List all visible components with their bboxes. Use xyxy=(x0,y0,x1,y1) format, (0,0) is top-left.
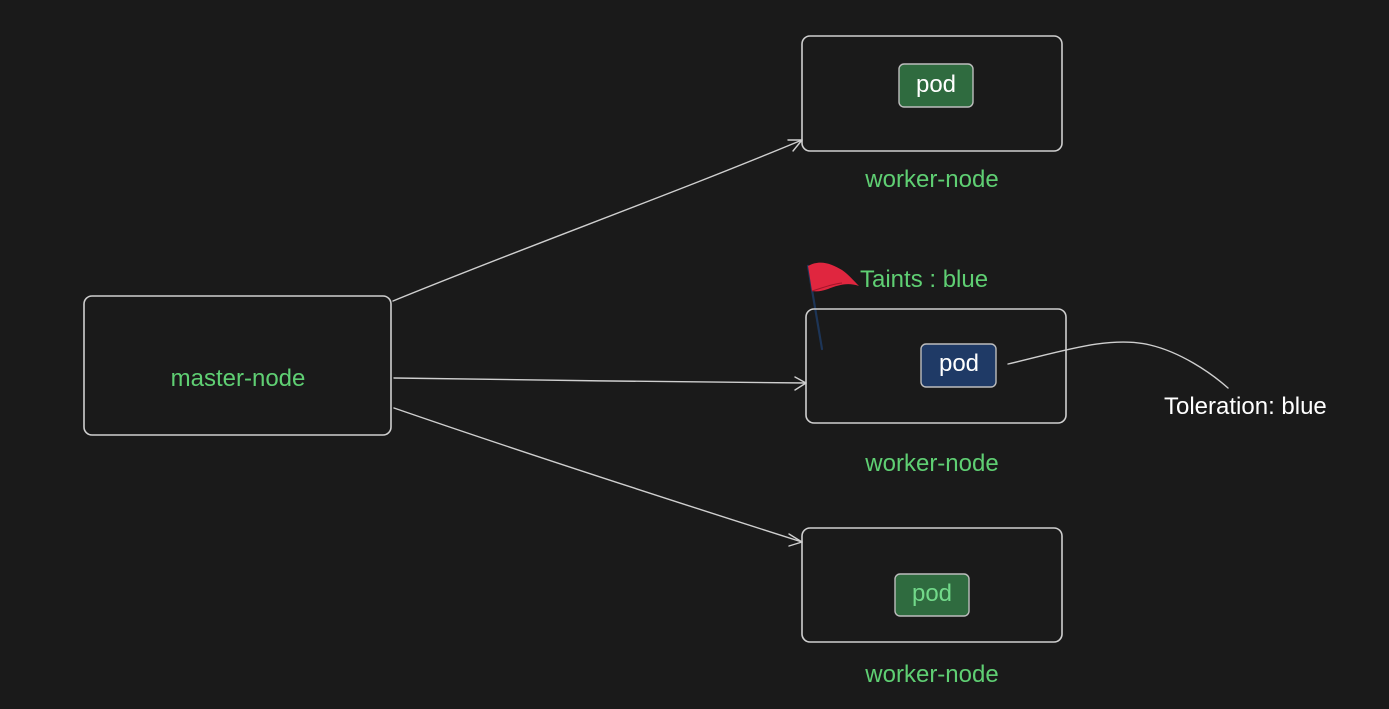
worker-node-label: worker-node xyxy=(864,450,998,477)
pod-box xyxy=(920,343,997,388)
pod-label: pod xyxy=(912,580,952,607)
pod-box xyxy=(894,573,970,617)
worker-node-label: worker-node xyxy=(864,166,998,193)
worker-node-3[interactable]: pod worker-node xyxy=(801,527,1063,688)
edge-master-to-worker-3 xyxy=(393,407,803,547)
toleration-label: Toleration: blue xyxy=(1164,393,1327,420)
red-flag-icon xyxy=(806,262,859,351)
pod-label: pod xyxy=(916,71,956,98)
master-node[interactable]: master-node xyxy=(83,295,392,436)
worker-node-box xyxy=(801,35,1063,152)
master-node-box xyxy=(83,295,392,436)
taint-annotation: Taints : blue xyxy=(806,262,988,351)
pod-label: pod xyxy=(939,350,979,377)
worker-node-box xyxy=(801,527,1063,643)
pod-2[interactable]: pod xyxy=(920,343,997,388)
worker-node-label: worker-node xyxy=(864,661,998,688)
pod-3[interactable]: pod xyxy=(894,573,970,617)
edge-master-to-worker-1 xyxy=(392,139,803,302)
worker-node-1[interactable]: pod worker-node xyxy=(801,35,1063,193)
worker-node-box xyxy=(805,308,1067,424)
edge-master-to-worker-2 xyxy=(393,376,807,391)
pod-box xyxy=(898,63,974,108)
taint-label: Taints : blue xyxy=(860,266,988,293)
toleration-connector xyxy=(1007,341,1229,389)
worker-node-2[interactable]: pod worker-node xyxy=(805,308,1067,477)
pod-1[interactable]: pod xyxy=(898,63,974,108)
toleration-annotation: Toleration: blue xyxy=(1007,341,1327,420)
master-node-label: master-node xyxy=(171,365,306,392)
